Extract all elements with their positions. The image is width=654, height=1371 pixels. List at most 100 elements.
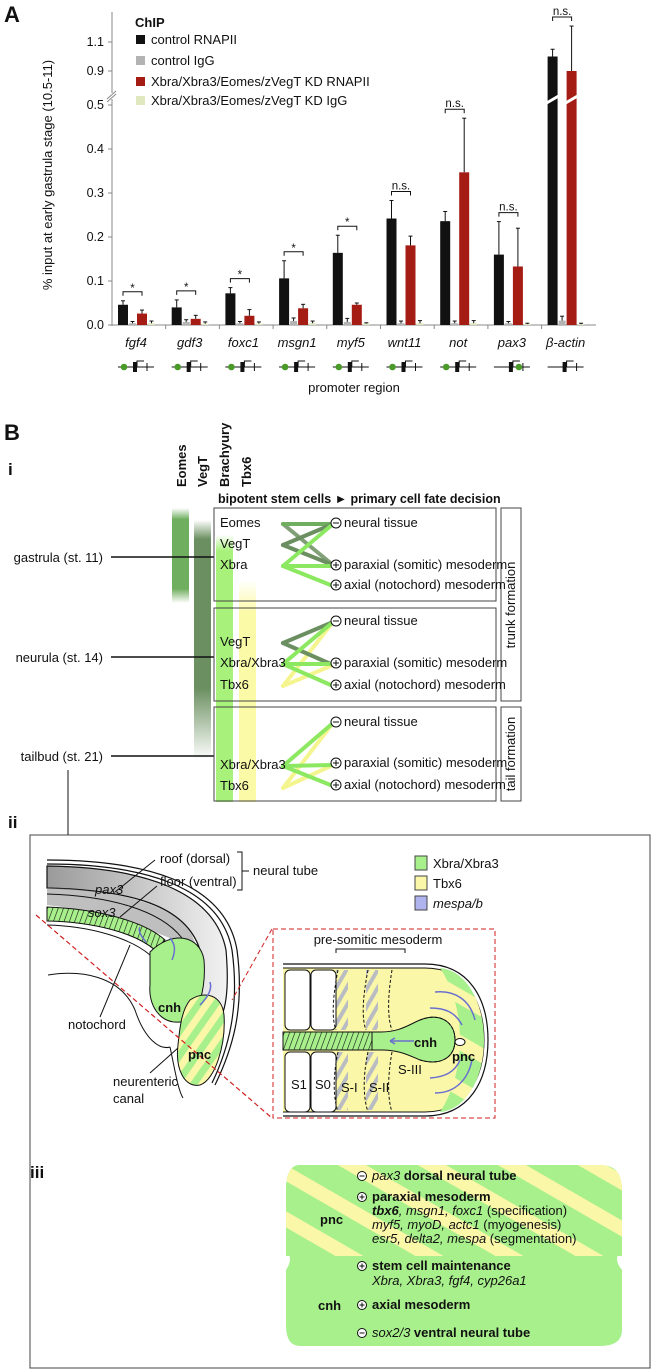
- somite-label: S1: [291, 1077, 307, 1092]
- tbox-site-icon: [281, 363, 289, 371]
- tss-arrow-icon: [351, 360, 359, 367]
- note: (segmentation): [486, 1231, 576, 1246]
- bar: [504, 323, 512, 325]
- fate-box-gastrula: [213, 507, 497, 602]
- promoter-icon: [386, 360, 423, 372]
- inset-cnh-label: cnh: [414, 1035, 437, 1050]
- panel-label-ii: ii: [8, 813, 17, 832]
- promoter-box: [294, 362, 299, 372]
- tissue-name: stem cell maintenance: [372, 1258, 511, 1273]
- bar-group-fgf4: *: [118, 283, 155, 325]
- bar: [558, 320, 566, 325]
- stage-label-neurula: neurula (st. 14): [16, 650, 103, 665]
- legend-label: Xbra/Xbra3/Eomes/zVegT KD RNAPII: [151, 74, 370, 89]
- bar: [512, 266, 523, 325]
- legend-swatch: [136, 77, 145, 86]
- x-tick-label: foxc1: [228, 335, 259, 350]
- y-tick-label: 0.1: [87, 274, 104, 288]
- note: (myogenesis): [480, 1217, 562, 1232]
- legend-label: control RNAPII: [151, 32, 237, 47]
- significance-label: *: [291, 243, 296, 255]
- factor-label-brachyury: Brachyury: [217, 422, 232, 487]
- x-axis-label: promoter region: [308, 380, 400, 395]
- bar: [255, 323, 263, 325]
- significance-label: *: [130, 283, 135, 295]
- tbox-site-icon: [228, 363, 235, 371]
- cell-fate-label: neural tissue: [344, 515, 418, 530]
- expression-bar-vegt: [194, 520, 211, 760]
- tss-arrow-icon: [458, 360, 467, 367]
- significance-label: n.s.: [553, 6, 572, 18]
- bar: [459, 172, 470, 325]
- tbox-site-icon: [515, 363, 523, 371]
- fate-links-neurula: [281, 620, 335, 688]
- bar: [190, 318, 201, 325]
- roof-label: roof (dorsal): [160, 851, 230, 866]
- legend-swatch: [136, 56, 145, 65]
- somite-label: S-I: [341, 1080, 358, 1095]
- significance-label: n.s.: [392, 180, 411, 192]
- fate-links-tailbud: [281, 721, 335, 790]
- tail-formation-box: [500, 706, 522, 802]
- bar: [451, 323, 459, 325]
- fate-header: bipotent stem cells ► primary cell fate …: [218, 492, 501, 506]
- stem-cell-factor-label: Tbx6: [220, 778, 249, 793]
- bar: [343, 321, 351, 325]
- bar: [129, 323, 136, 325]
- promoter-icon: [440, 360, 477, 372]
- cnh-label: cnh: [158, 1000, 181, 1015]
- tail-formation-label: tail formation: [503, 717, 518, 791]
- pnc-region: [176, 994, 225, 1086]
- panel-label-a: A: [4, 2, 20, 27]
- bar: [523, 324, 531, 325]
- bar-break: [564, 94, 579, 105]
- x-tick-label: fgf4: [125, 335, 147, 350]
- significance-bracket: [229, 278, 250, 283]
- inset-pnc-label: pnc: [452, 1049, 475, 1064]
- bar-group-pax3: n.s.: [487, 202, 531, 329]
- significance-bracket: [444, 108, 465, 114]
- summary-cnh-label: cnh: [318, 1298, 341, 1313]
- factor-label-tbx6: Tbx6: [239, 457, 254, 487]
- bar-group-msgn1: *: [272, 243, 317, 329]
- neurenteric-label: neurenteric: [113, 1074, 179, 1089]
- bar: [416, 323, 424, 325]
- summary-row: axial mesoderm: [372, 1297, 470, 1312]
- bar: [309, 323, 317, 325]
- gene-name: tbx6: [372, 1203, 400, 1218]
- y-tick-label: 0.2: [87, 230, 104, 244]
- psm-label: pre-somitic mesoderm: [314, 932, 443, 947]
- bar: [577, 324, 585, 325]
- stem-cell-factor-label: Xbra/Xbra3: [220, 655, 286, 670]
- x-tick-label: wnt11: [388, 335, 422, 350]
- trunk-formation-label: trunk formation: [503, 562, 518, 649]
- trunk-formation-box: [500, 507, 522, 702]
- bar: [182, 321, 190, 325]
- promoter-icon: [493, 360, 530, 372]
- section-line: [35, 914, 273, 1119]
- stage-label-tailbud: tailbud (st. 21): [21, 749, 103, 764]
- promoter-icon: [279, 360, 316, 372]
- bar: [405, 245, 416, 325]
- y-tick-label: 0.0: [87, 318, 104, 332]
- bar-group-not: n.s.: [433, 98, 478, 329]
- bar: [547, 56, 558, 325]
- significance-bracket: [337, 225, 358, 231]
- bar-group-foxc1: *: [218, 270, 263, 329]
- tss-arrow-icon: [190, 360, 198, 367]
- inset-frame: [272, 928, 496, 1119]
- bar: [351, 304, 362, 325]
- tbox-site-icon: [389, 363, 396, 371]
- bar: [201, 323, 209, 325]
- bar-group-β-actin: n.s.: [541, 6, 585, 329]
- fate-box-tailbud: [213, 706, 497, 802]
- bar-break: [545, 94, 560, 105]
- legend-label: control IgG: [151, 53, 215, 68]
- bar: [290, 321, 298, 325]
- axis-break-mark: [106, 90, 117, 100]
- summary-row: myf5, myoD, actc1 (myogenesis): [372, 1217, 561, 1232]
- significance-bracket: [176, 290, 197, 295]
- tissue-name: paraxial mesoderm: [372, 1189, 491, 1204]
